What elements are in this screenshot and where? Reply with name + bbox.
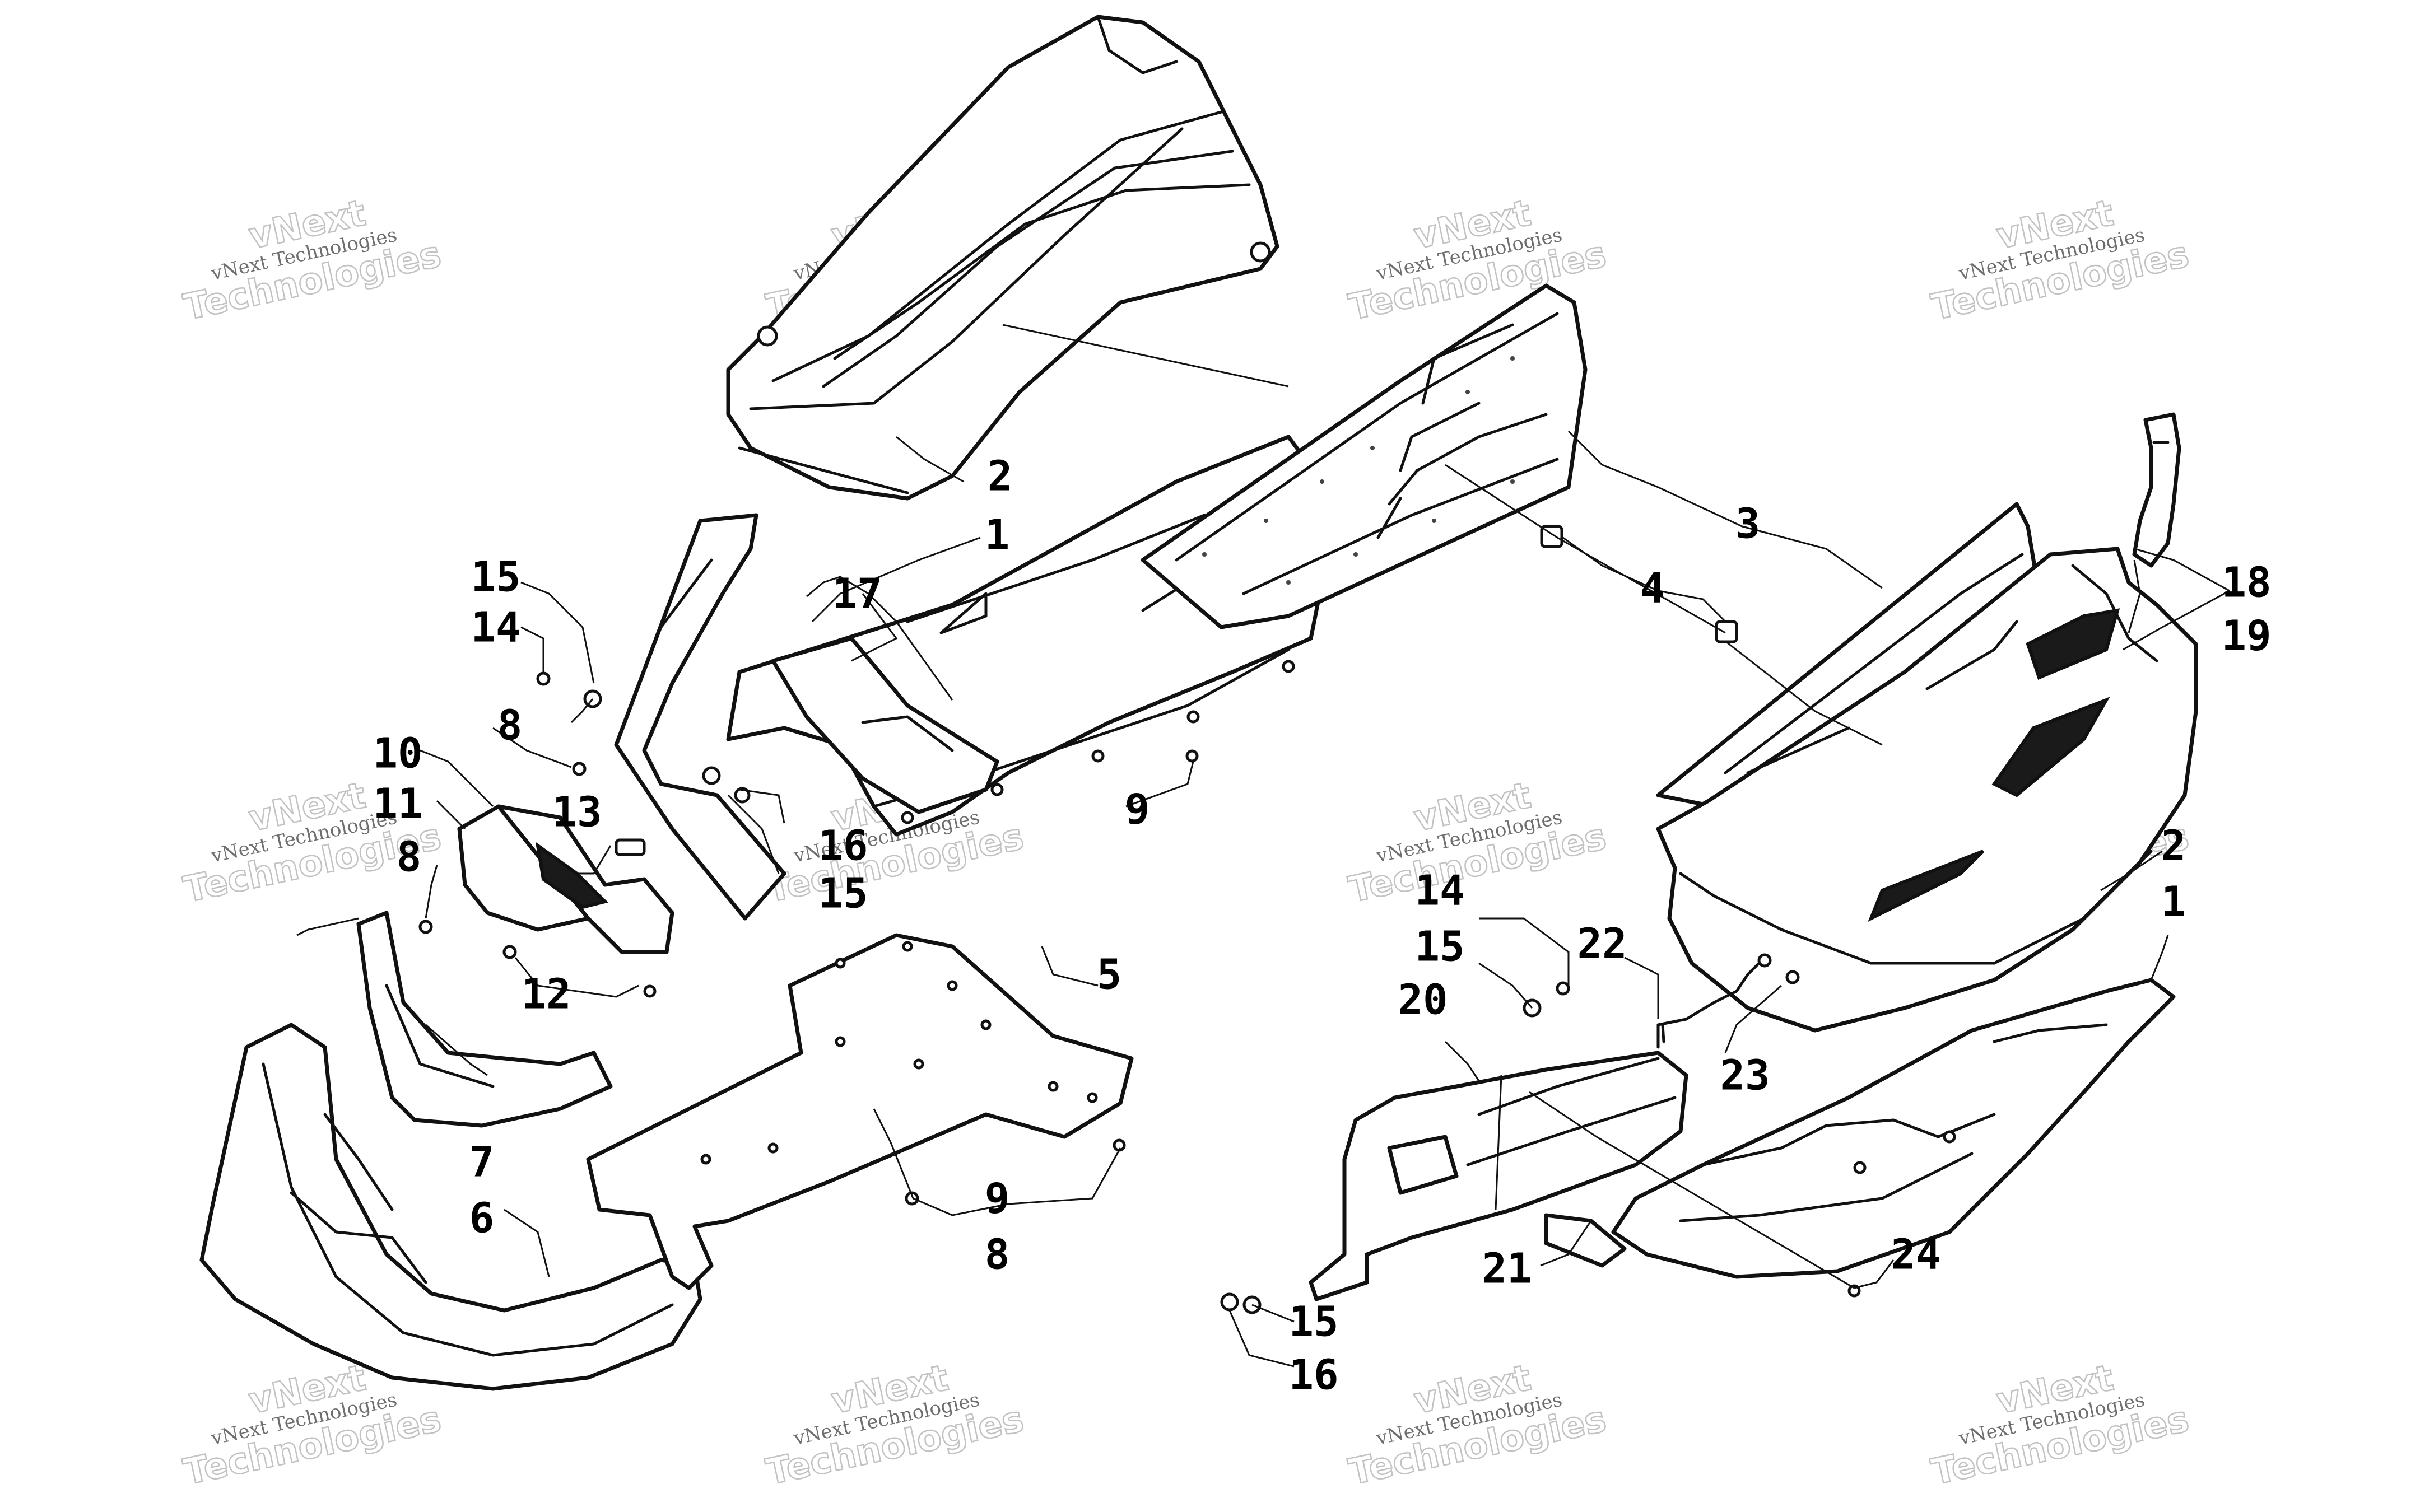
callout-15: 15	[818, 870, 868, 918]
callout-17: 17	[832, 570, 882, 618]
callout-11: 11	[373, 780, 422, 828]
part-cover-17	[771, 636, 999, 814]
part-runner-pad-left	[1141, 283, 1588, 629]
watermark: vNext Technologies vNext Technologies	[1344, 1356, 1610, 1494]
callout-9: 9	[1125, 786, 1150, 834]
part-front-bracket-left	[614, 513, 787, 921]
callout-labels: 1 2 3 4 5 6 7 8 8 8 9 9 10 11 12 13 14 1…	[373, 452, 2271, 1399]
callout-19: 19	[2221, 612, 2271, 660]
watermark: vNext Technologies vNext Technologies	[762, 1356, 1027, 1494]
fastener-8	[905, 1191, 919, 1206]
callout-21: 21	[1482, 1245, 1532, 1293]
callout-12: 12	[521, 970, 571, 1019]
part-skid-plate-upper-left	[726, 15, 1279, 501]
part-cable-22	[1656, 953, 1772, 1049]
callout-5: 5	[1097, 951, 1122, 999]
callout-20: 20	[1398, 976, 1448, 1024]
fastener-12	[502, 945, 517, 959]
leader-lines	[296, 324, 2230, 1368]
fastener-14	[536, 671, 551, 686]
fasteners-left	[418, 671, 1199, 1206]
callout-15: 15	[471, 553, 520, 601]
callout-7: 7	[469, 1138, 495, 1187]
callout-16: 16	[818, 822, 868, 870]
watermark: vNext Technologies vNext Technologies	[1927, 1356, 2193, 1494]
callout-18: 18	[2221, 559, 2271, 607]
part-clip-13	[615, 838, 646, 856]
callout-14: 14	[1414, 867, 1464, 915]
part-skid-plate-right	[1656, 547, 2198, 1033]
watermark: vNext Technologies vNext Technologies	[1344, 774, 1610, 912]
callout-2: 2	[988, 452, 1013, 501]
callout-10: 10	[373, 730, 422, 778]
part-side-cover-10-11	[457, 804, 674, 954]
part-bumper-bracket-7	[356, 911, 613, 1128]
callout-1: 1	[2161, 878, 2186, 926]
watermark: vNext Technologies vNext Technologies	[1927, 192, 2193, 329]
part-handle-18	[2132, 412, 2181, 568]
callout-3: 3	[1735, 500, 1761, 548]
callout-8: 8	[397, 833, 422, 881]
callout-24: 24	[1891, 1231, 1940, 1279]
callout-2: 2	[2161, 822, 2186, 870]
callout-9: 9	[985, 1175, 1010, 1223]
callout-15: 15	[1414, 923, 1464, 971]
fastener-14	[1556, 981, 1570, 996]
part-floor-plate-5	[586, 933, 1134, 1290]
callout-22: 22	[1577, 920, 1627, 968]
watermark: vNext Technologies vNext Technologies	[179, 192, 445, 329]
callout-4: 4	[1640, 564, 1665, 613]
callout-16: 16	[1288, 1351, 1338, 1399]
callout-23: 23	[1720, 1052, 1770, 1100]
callout-14: 14	[471, 604, 520, 652]
pin-23	[1785, 970, 1800, 984]
fastener-24	[1847, 1284, 1861, 1298]
callout-1: 1	[985, 511, 1010, 559]
part-belly-pan-right	[1611, 978, 2176, 1279]
part-rear-bracket-20-21	[1309, 1051, 1688, 1301]
callout-8: 8	[985, 1231, 1010, 1279]
fastener-9	[1185, 749, 1199, 763]
callout-8: 8	[497, 702, 523, 750]
callout-13: 13	[552, 788, 602, 837]
nut-16	[1220, 1292, 1239, 1312]
part-front-bumper-6	[199, 1023, 702, 1391]
callout-6: 6	[469, 1194, 495, 1243]
fastener-12	[643, 984, 657, 998]
fastener-8	[418, 920, 433, 934]
callout-15: 15	[1288, 1298, 1338, 1346]
fastener-8	[572, 762, 587, 776]
